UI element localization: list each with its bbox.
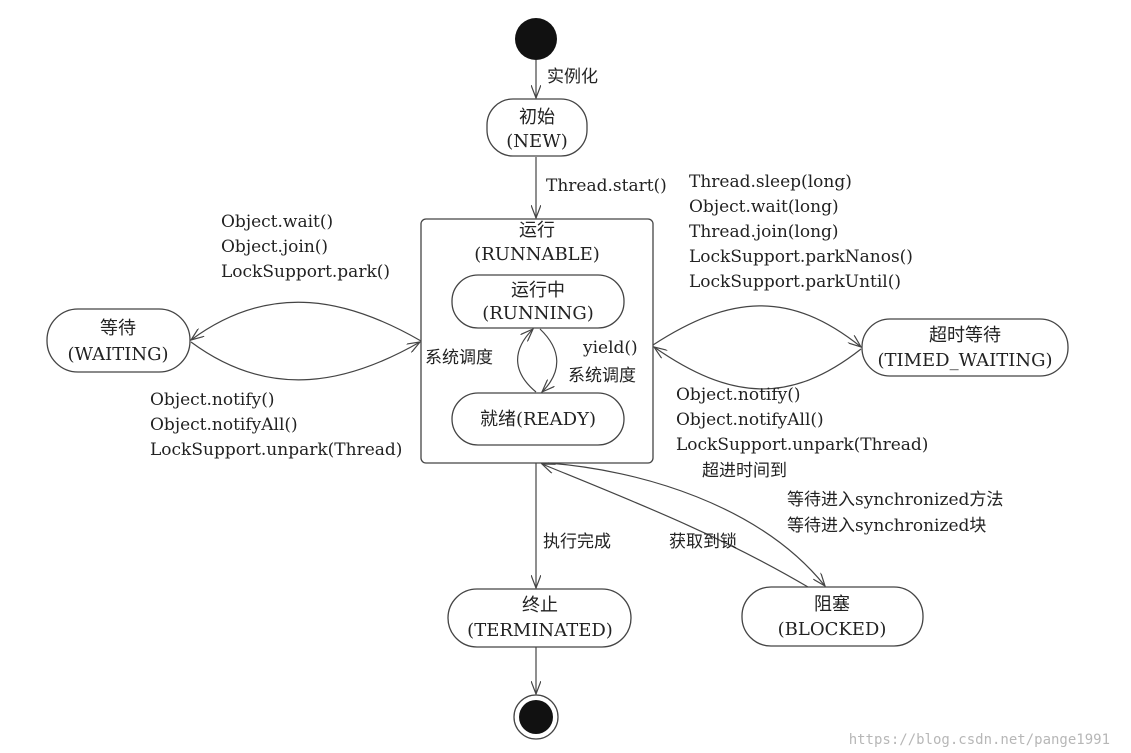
label-yield: yield() [582,338,638,358]
label-complete: 执行完成 [543,532,611,552]
label-from-waiting-1: Object.notify() [150,390,275,410]
state-terminated-code: (TERMINATED) [467,620,613,641]
label-start: Thread.start() [546,176,667,196]
label-schedule-up: 系统调度 [425,348,493,368]
state-running-code: (RUNNING) [482,303,594,324]
label-from-timed-1: Object.notify() [676,385,801,405]
state-blocked-name: 阻塞 [814,594,850,615]
arrow-from-blocked [542,464,809,588]
arrow-to-waiting [191,301,422,342]
watermark: https://blog.csdn.net/pange1991 [849,732,1110,748]
arrow-to-blocked [547,462,825,586]
state-timed-waiting-code: (TIMED_WAITING) [877,350,1052,371]
label-from-blocked: 获取到锁 [669,532,737,552]
state-running [451,274,625,329]
state-timed-waiting-name: 超时等待 [929,325,1001,346]
arrow-to-timed-waiting [652,305,861,347]
arrow-schedule-up [517,329,537,393]
state-ready-name: 就绪(READY) [480,409,596,430]
label-to-waiting-2: Object.join() [221,237,328,257]
state-waiting-name: 等待 [100,318,136,339]
label-from-timed-4: 超进时间到 [702,461,787,481]
label-to-waiting-3: LockSupport.park() [221,262,390,282]
label-to-timed-5: LockSupport.parkUntil() [689,272,901,292]
label-schedule-down: 系统调度 [568,366,636,386]
label-from-waiting-2: Object.notifyAll() [150,415,298,435]
state-new-code: (NEW) [506,131,567,152]
state-running-name: 运行中 [511,280,565,301]
state-runnable-name: 运行 [519,220,555,241]
final-node [519,700,553,734]
state-terminated-name: 终止 [522,595,558,616]
label-from-timed-3: LockSupport.unpark(Thread) [676,435,928,455]
label-to-blocked-1: 等待进入synchronized方法 [787,490,1003,510]
label-instantiate: 实例化 [547,67,598,87]
label-to-blocked-2: 等待进入synchronized块 [787,516,986,536]
label-from-timed-2: Object.notifyAll() [676,410,824,430]
arrow-from-timed-waiting [654,347,862,390]
state-new-name: 初始 [519,107,555,128]
label-to-timed-1: Thread.sleep(long) [689,172,852,192]
label-to-waiting-1: Object.wait() [221,212,333,232]
state-terminated [447,588,632,648]
state-new [486,98,588,157]
state-blocked [741,586,924,647]
state-waiting-code: (WAITING) [67,344,168,365]
arrow-from-waiting [190,342,420,381]
label-to-timed-4: LockSupport.parkNanos() [689,247,913,267]
state-runnable-code: (RUNNABLE) [474,244,600,265]
label-to-timed-2: Object.wait(long) [689,197,839,217]
state-ready [451,392,625,446]
label-from-waiting-3: LockSupport.unpark(Thread) [150,440,402,460]
arrow-yield [539,328,558,392]
label-to-timed-3: Thread.join(long) [689,222,839,242]
state-blocked-code: (BLOCKED) [778,619,887,640]
initial-node [515,18,557,60]
final-node-ring [513,694,559,740]
